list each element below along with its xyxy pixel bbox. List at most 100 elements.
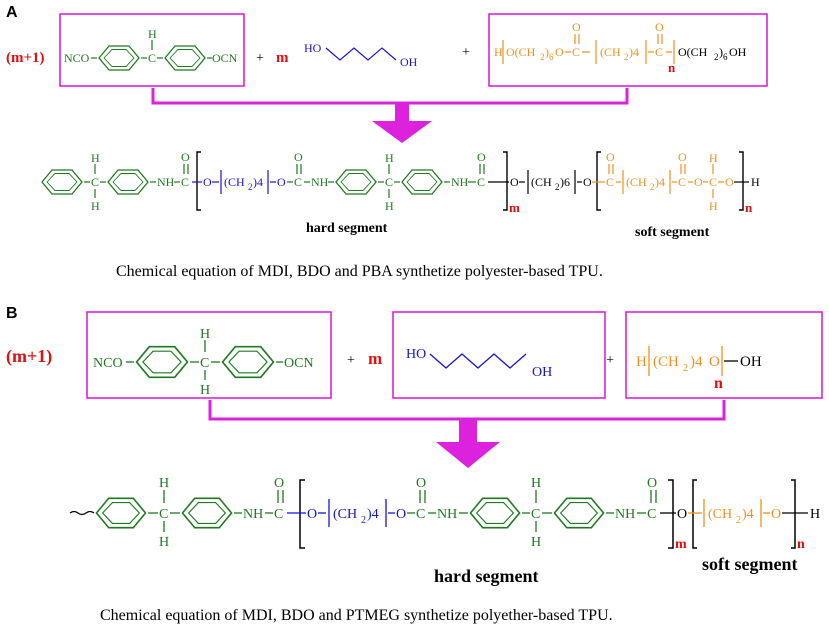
pba-o-1: O [555,45,564,59]
product-a-h-2: H [91,199,100,213]
panel-b-mdi-c: C [200,356,209,371]
product-b-o-1: O [307,507,317,522]
panel-a-connector [151,88,629,105]
product-a-ring-1 [41,169,83,195]
product-a-c-7: C [678,175,686,189]
product-a-ch2b: (CH [531,175,552,189]
product-a-n: n [745,200,753,215]
panel-b-ptmeg-sub-2: 2 [683,363,688,374]
product-b-sub-2: 2 [361,515,366,526]
product-b-ring-2 [181,497,233,529]
panel-b-ring-2 [221,345,275,379]
product-a-o-2: O [277,175,286,189]
product-b-h-2: H [159,535,169,550]
panel-a-pba: H O(CH 2 ) 6 O C O (CH 2 )4 C O n [494,20,676,75]
panel-b-ptmeg: H (CH 2 )4 O n [636,346,723,392]
product-b-o-2: O [396,507,406,522]
pba-o-ch2: O(CH [506,45,536,59]
product-a-h-3: H [385,151,394,165]
product-b-bracket-open-1 [299,479,305,549]
product-b-nh-1: NH [243,507,263,522]
pba-paren-1: ) [545,45,549,59]
product-b-carbonyl-1: O [274,476,284,491]
panel-b-plus-2: + [606,353,614,368]
product-b-c-1: C [159,507,168,522]
product-a-carbonyl-5: O [678,150,687,164]
product-a-ring-4 [401,169,443,195]
panel-b-hard-segment-label: hard segment [434,566,539,586]
product-b-bracket-close-1 [668,479,674,549]
product-b-carbonyl-3: O [647,476,657,491]
panel-b-arrow-shaft [459,420,477,442]
pba-h: H [494,45,503,59]
product-a-carbonyl-3: O [477,150,486,164]
pba-ch2: (CH [600,45,621,59]
panel-a-plus-2: + [462,45,470,60]
pba-paren-4: )4 [629,45,639,59]
panel-b-ptmeg-h: H [636,354,647,370]
panel-b-connector [208,400,726,421]
pba-sub-6: 6 [549,52,554,62]
pba-n: n [668,60,676,75]
product-b-c-5: C [647,507,656,522]
product-b-c-4: C [531,507,540,522]
mdi-center-c: C [148,51,156,65]
product-a-c-3: C [294,175,302,189]
product-b-wavy-bond [69,510,95,516]
panel-b-mdi-nco: NCO [93,356,123,371]
product-a-ch2: (CH [224,175,245,189]
panel-a-mdi-box [59,13,245,87]
product-a-bracket-close-1 [503,151,508,211]
panel-b-label: B [6,305,18,322]
benzene-ring-2 [164,45,206,71]
product-a-c-6: C [606,175,614,189]
panel-a-mdi: NCO C H OCN [64,27,238,71]
product-a-end-h: H [751,175,760,189]
product-a-sub-2: 2 [248,182,253,192]
product-b-o-3: O [677,507,687,522]
panel-a: A (m+1) NCO C H OCN + m HO OH + [6,4,768,280]
product-a-carbonyl-1: O [181,150,190,164]
product-a-ring-3 [335,169,377,195]
pba-end-och2: O(CH [678,45,708,59]
product-a-nh-1: NH [157,175,175,189]
product-a-o-4: O [583,175,592,189]
mdi-nco-label: NCO [64,51,90,65]
panel-a-label: A [6,4,18,21]
pba-c-2: C [655,45,663,59]
product-b-nh-3: NH [615,507,635,522]
product-b-c-2: C [274,507,283,522]
product-a-c-8: C [709,175,717,189]
product-b-nh-2: NH [437,507,457,522]
panel-b-ptmeg-oh: OH [740,354,762,370]
product-b-n: n [797,537,805,552]
panel-a-bdo: HO OH [304,41,418,69]
product-b-ch2b: (CH [708,507,732,522]
panel-b-product-bdo: O (CH 2 )4 O [287,499,406,527]
panel-b-plus-1: + [347,353,355,368]
product-b-ch2: (CH [333,507,357,522]
product-a-c-2: C [181,175,189,189]
panel-b-multiplier: (m+1) [6,346,52,367]
panel-a-caption: Chemical equation of MDI, BDO and PBA sy… [116,263,603,280]
panel-a-multiplier: (m+1) [6,50,45,66]
product-a-o-1: O [203,175,212,189]
panel-b-mdi-ocn: OCN [284,356,314,371]
panel-a-product-bdo: O (CH 2 )4 O [192,170,286,194]
panel-a-product-hard-2: C O NH C H H NH C O [287,150,486,213]
panel-b-mdi-h-2: H [200,383,210,398]
panel-b-ring-1 [135,345,189,379]
panel-a-soft-segment-label: soft segment [635,225,710,240]
panel-b-bdo-ho: HO [406,347,426,362]
product-b-h-4: H [531,535,541,550]
product-a-o-5: O [694,175,703,189]
panel-b-bdo-oh: OH [532,365,552,380]
panel-b-ptmeg-box [625,311,823,399]
product-a-carbonyl-4: O [606,150,615,164]
pba-end-paren: ) [719,45,723,59]
product-b-o-4: O [771,507,781,522]
product-b-ring-1 [95,497,147,529]
pba-carbonyl-o-2: O [655,20,664,34]
product-a-h-1: H [91,151,100,165]
product-a-fourc: )4 [655,175,665,189]
